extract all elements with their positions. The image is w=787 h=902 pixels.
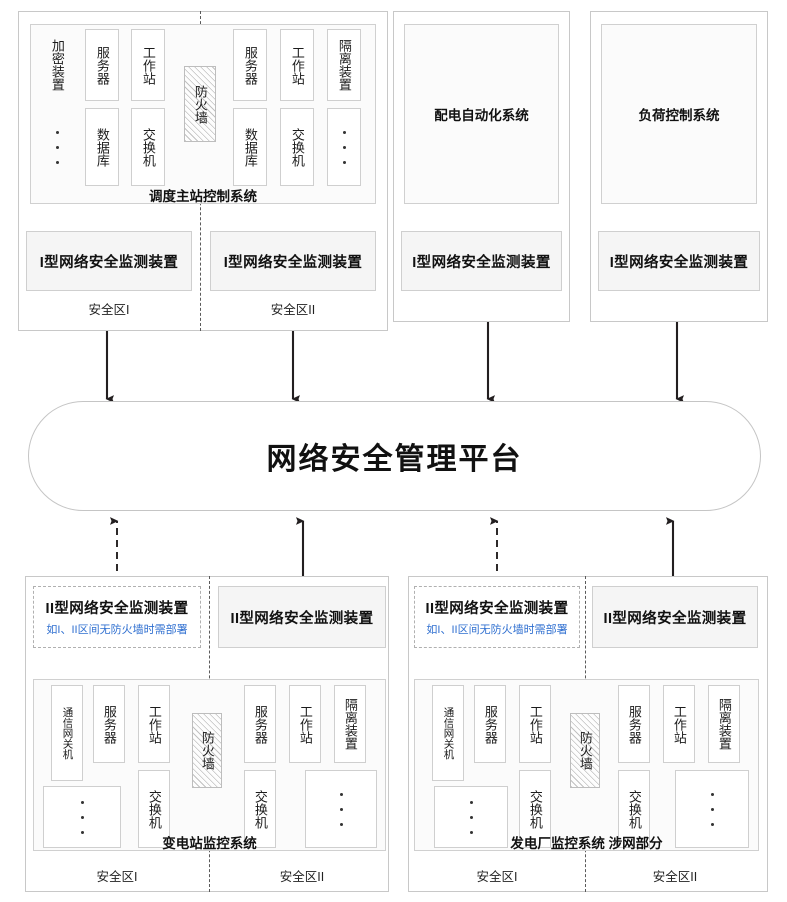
device-dots-zone1-dispatch (40, 108, 74, 186)
monitor-device-type1-dispatch-zone2[interactable]: I型网络安全监测装置 (210, 231, 376, 291)
substation-system-title: 变电站监控系统 (162, 836, 257, 851)
device-switch-zone1-substation: 交换机 (138, 770, 170, 848)
device-workstation-zone1-substation: 工作站 (138, 685, 170, 763)
device-dots-zone2-dispatch (327, 108, 361, 186)
device-server-zone1-powerplant: 服务器 (474, 685, 506, 763)
dispatch-system-title: 调度主站控制系统 (149, 189, 257, 204)
device-server-zone1-substation: 服务器 (93, 685, 125, 763)
device-isolation-device-zone2-powerplant: 隔离装置 (708, 685, 740, 763)
device-switch-zone2-substation: 交换机 (244, 770, 276, 848)
firewall-powerplant: 防火墙 (570, 713, 600, 788)
monitor-device-type2-powerplant-zone2[interactable]: II型网络安全监测装置 (592, 586, 758, 648)
device-dots-zone2-powerplant (675, 770, 749, 848)
monitor-device-type2-powerplant-zone1-note: 如I、II区间无防火墙时需部署 (426, 624, 568, 636)
device-server-zone2-powerplant: 服务器 (618, 685, 650, 763)
device-comm-gateway-zone1-substation: 通信网关机 (51, 685, 83, 781)
device-server-zone2-dispatch: 服务器 (233, 29, 267, 101)
monitor-device-type1-distribution[interactable]: I型网络安全监测装置 (401, 231, 562, 291)
device-dots-zone2-substation (305, 770, 377, 848)
zone-label-powerplant-zone1: 安全区I (476, 870, 518, 884)
monitor-device-type2-powerplant-zone1[interactable]: II型网络安全监测装置 如I、II区间无防火墙时需部署 (414, 586, 580, 648)
device-isolation-device-zone2-substation: 隔离装置 (334, 685, 366, 763)
monitor-device-type1-dispatch-zone1[interactable]: I型网络安全监测装置 (26, 231, 192, 291)
device-workstation-zone2-powerplant: 工作站 (663, 685, 695, 763)
zone-label-dispatch-zone2: 安全区II (270, 303, 316, 317)
device-dots-zone1-substation (43, 786, 121, 848)
device-server-zone1-dispatch: 服务器 (85, 29, 119, 101)
firewall-dispatch: 防火墙 (184, 66, 216, 142)
device-switch-zone1-dispatch: 交换机 (131, 108, 165, 186)
device-switch-zone2-dispatch: 交换机 (280, 108, 314, 186)
device-workstation-zone1-dispatch: 工作站 (131, 29, 165, 101)
device-workstation-zone2-substation: 工作站 (289, 685, 321, 763)
firewall-substation: 防火墙 (192, 713, 222, 788)
device-switch-zone2-powerplant: 交换机 (618, 770, 650, 848)
monitor-device-type2-substation-zone1-note: 如I、II区间无防火墙时需部署 (46, 624, 188, 636)
device-encryption-device: 加密装置 (49, 39, 65, 91)
network-security-management-platform[interactable]: 网络安全管理平台 (28, 401, 761, 511)
device-workstation-zone2-dispatch: 工作站 (280, 29, 314, 101)
zone-label-substation-zone2: 安全区II (279, 870, 325, 884)
distribution-system-title: 配电自动化系统 (434, 108, 529, 123)
monitor-device-type2-substation-zone1[interactable]: II型网络安全监测装置 如I、II区间无防火墙时需部署 (33, 586, 201, 648)
platform-label: 网络安全管理平台 (266, 443, 523, 476)
load-system-title: 负荷控制系统 (638, 108, 720, 123)
device-comm-gateway-zone1-powerplant: 通信网关机 (432, 685, 464, 781)
zone-label-substation-zone1: 安全区I (96, 870, 138, 884)
zone-label-powerplant-zone2: 安全区II (652, 870, 698, 884)
monitor-device-type2-substation-zone2[interactable]: II型网络安全监测装置 (218, 586, 386, 648)
device-workstation-zone1-powerplant: 工作站 (519, 685, 551, 763)
device-server-zone2-substation: 服务器 (244, 685, 276, 763)
zone-label-dispatch-zone1: 安全区I (88, 303, 130, 317)
distribution-system-container[interactable]: 配电自动化系统 (404, 24, 559, 204)
device-isolation-device-zone2-dispatch: 隔离装置 (327, 29, 361, 101)
device-database-zone1-dispatch: 数据库 (85, 108, 119, 186)
device-switch-zone1-powerplant: 交换机 (519, 770, 551, 848)
powerplant-system-title: 发电厂监控系统 涉网部分 (510, 836, 663, 851)
monitor-device-type1-load[interactable]: I型网络安全监测装置 (598, 231, 760, 291)
device-dots-zone1-powerplant (434, 786, 508, 848)
load-system-container[interactable]: 负荷控制系统 (601, 24, 757, 204)
device-database-zone2-dispatch: 数据库 (233, 108, 267, 186)
